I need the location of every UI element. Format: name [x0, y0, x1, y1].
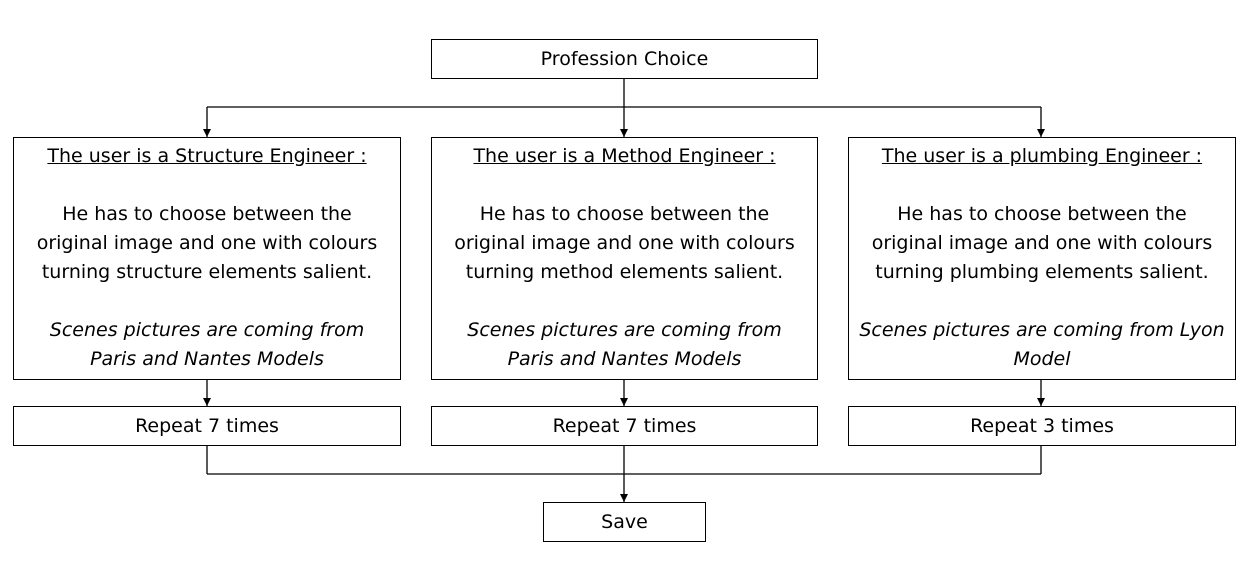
structure-repeat-box: Repeat 7 times [13, 406, 401, 446]
structure-repeat-label: Repeat 7 times [135, 414, 279, 437]
method-repeat-box: Repeat 7 times [431, 406, 818, 446]
method-engineer-panel: The user is a Method Engineer : He has t… [431, 137, 818, 380]
profession-choice-label: Profession Choice [540, 47, 709, 70]
save-label: Save [601, 510, 648, 533]
plumbing-engineer-title: The user is a plumbing Engineer : [881, 145, 1203, 167]
plumbing-engineer-description: He has to choose between the original im… [871, 203, 1213, 283]
structure-engineer-description: He has to choose between the original im… [36, 203, 378, 283]
structure-engineer-panel: The user is a Structure Engineer : He ha… [13, 137, 401, 380]
method-repeat-label: Repeat 7 times [552, 414, 697, 437]
structure-engineer-source: Scenes pictures are coming from Paris an… [49, 319, 365, 370]
plumbing-repeat-label: Repeat 3 times [970, 414, 1114, 437]
method-engineer-description: He has to choose between the original im… [454, 203, 795, 283]
method-engineer-title: The user is a Method Engineer : [473, 145, 776, 167]
plumbing-repeat-box: Repeat 3 times [848, 406, 1236, 446]
structure-engineer-title: The user is a Structure Engineer : [47, 145, 367, 167]
method-engineer-source: Scenes pictures are coming from Paris an… [467, 319, 782, 370]
plumbing-engineer-source: Scenes pictures are coming from Lyon Mod… [859, 319, 1225, 370]
save-box: Save [543, 502, 706, 542]
plumbing-engineer-panel: The user is a plumbing Engineer : He has… [848, 137, 1236, 380]
profession-choice-box: Profession Choice [431, 39, 818, 79]
